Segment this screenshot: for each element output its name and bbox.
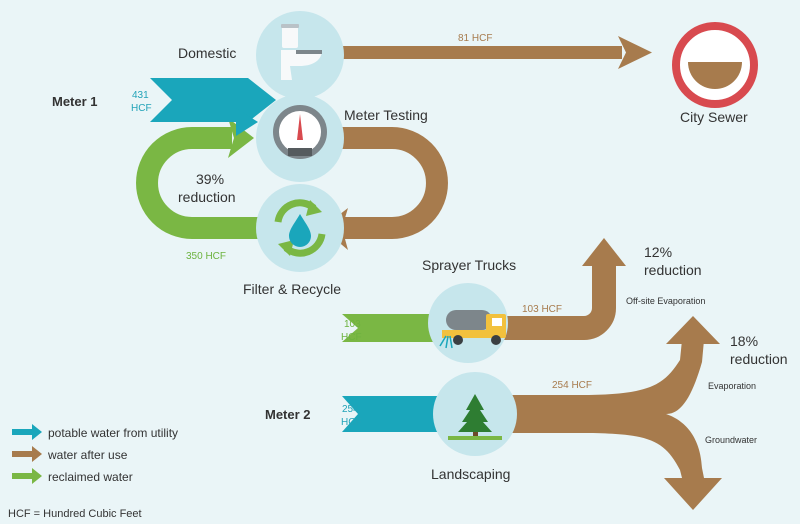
meter-testing-label: Meter Testing <box>344 107 428 123</box>
flow-landscaping-out <box>490 316 722 510</box>
meter2-label: Meter 2 <box>265 407 311 422</box>
landscaping-label: Landscaping <box>431 466 510 482</box>
sprayer-trucks-label: Sprayer Trucks <box>422 257 516 273</box>
landscaping-out-flow: 254 HCF <box>552 380 592 391</box>
legend-item-after-use: water after use <box>12 446 128 462</box>
landscaping-node <box>433 372 517 456</box>
gauge-icon <box>273 105 327 159</box>
recycle-reduction-pct: 39% <box>196 171 224 187</box>
flow-meter2-in <box>342 396 452 432</box>
recycled-flow: 350 HCF <box>186 251 226 262</box>
sprayer-in-value: 103 <box>344 319 361 330</box>
flow-sprayer-out <box>500 238 626 340</box>
meter2-in-value: 254 <box>342 404 359 415</box>
meter1-label: Meter 1 <box>52 94 98 109</box>
sprayer-reduction-word: reduction <box>644 262 702 278</box>
tree-icon <box>448 394 502 440</box>
sprayer-out-flow: 103 HCF <box>522 304 562 315</box>
legend: potable water from utility water after u… <box>12 424 178 484</box>
meter-testing-node <box>256 94 344 182</box>
legend-item-reclaimed: reclaimed water <box>12 468 133 484</box>
sprayer-trucks-node <box>428 283 508 363</box>
legend-item-potable: potable water from utility <box>12 424 178 440</box>
flow-recycle-loop <box>136 127 290 239</box>
filter-recycle-label: Filter & Recycle <box>243 281 341 297</box>
groundwater-label: Groundwater <box>705 435 757 445</box>
landscape-reduction-word: reduction <box>730 351 788 367</box>
filter-recycle-node <box>256 184 344 272</box>
landscape-reduction-pct: 18% <box>730 333 758 349</box>
sprayer-in-unit: HCF <box>341 332 362 343</box>
offsite-evaporation-label: Off-site Evaporation <box>626 296 705 306</box>
meter2-in-unit: HCF <box>341 417 362 428</box>
domestic-node <box>256 11 344 99</box>
flow-meter1-in <box>150 78 276 136</box>
legend-label-reclaimed: reclaimed water <box>48 470 133 484</box>
flow-sprayer-in <box>342 314 450 342</box>
recycle-reduction-word: reduction <box>178 189 236 205</box>
footnote: HCF = Hundred Cubic Feet <box>8 508 142 520</box>
meter1-flow-unit: HCF <box>131 103 152 114</box>
sprayer-reduction-pct: 12% <box>644 244 672 260</box>
sprayer-truck-icon <box>439 310 506 349</box>
city-sewer-label: City Sewer <box>680 109 748 125</box>
domestic-label: Domestic <box>178 45 236 61</box>
recycle-droplet-icon <box>274 199 326 257</box>
legend-label-potable: potable water from utility <box>48 426 178 440</box>
flow-recycle-loop-arrowhead <box>228 118 254 158</box>
sewer-basin-icon <box>688 62 742 89</box>
meter1-flow-value: 431 <box>132 90 149 101</box>
evaporation-label: Evaporation <box>708 381 756 391</box>
toilet-icon <box>281 24 322 80</box>
flow-testing-loop <box>300 127 448 239</box>
domestic-to-sewer-flow: 81 HCF <box>458 33 492 44</box>
flow-domestic-to-sewer <box>290 36 652 69</box>
legend-label-after-use: water after use <box>47 448 128 462</box>
city-sewer-node <box>672 22 758 108</box>
